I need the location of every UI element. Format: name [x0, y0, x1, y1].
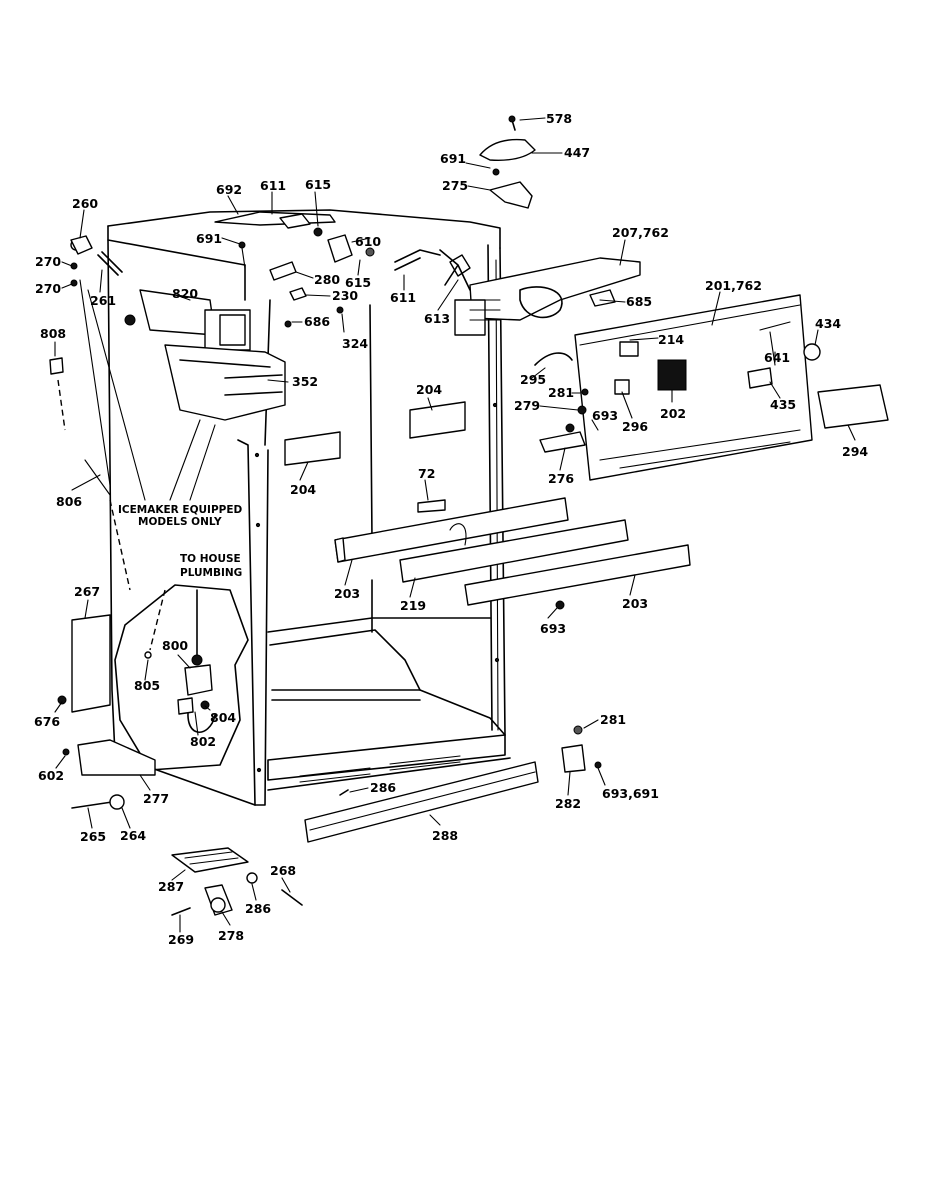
icemaker-assembly	[49, 235, 344, 501]
plumbing-note-line2: PLUMBING	[180, 567, 242, 579]
label-277: 277	[143, 791, 169, 806]
label-611-b: 611	[390, 290, 416, 305]
label-295: 295	[520, 372, 546, 387]
label-264: 264	[120, 828, 146, 843]
label-270: 270	[35, 254, 61, 269]
label-805: 805	[134, 678, 160, 693]
label-204: 204	[416, 382, 442, 397]
refrigerator-cabinet	[107, 209, 511, 806]
label-352: 352	[292, 374, 318, 389]
label-276: 276	[548, 471, 574, 486]
control-panel	[534, 294, 889, 481]
leader-lines	[54, 117, 856, 933]
label-610: 610	[355, 234, 381, 249]
label-260: 260	[72, 196, 98, 211]
label-270-b: 270	[35, 281, 61, 296]
label-202: 202	[660, 406, 686, 421]
label-294: 294	[842, 444, 868, 459]
label-693-b: 693	[540, 621, 566, 636]
label-324: 324	[342, 336, 368, 351]
label-201-762: 201,762	[705, 278, 762, 293]
label-278: 278	[218, 928, 244, 943]
label-641: 641	[764, 350, 790, 365]
label-804: 804	[210, 710, 236, 725]
water-valve-detail	[57, 499, 249, 771]
label-434: 434	[815, 316, 841, 331]
label-230: 230	[332, 288, 358, 303]
label-676: 676	[34, 714, 60, 729]
label-691: 691	[440, 151, 466, 166]
label-286-b: 286	[245, 901, 271, 916]
label-806: 806	[56, 494, 82, 509]
label-685: 685	[626, 294, 652, 309]
label-268: 268	[270, 863, 296, 878]
label-692: 692	[216, 182, 242, 197]
bottom-parts	[62, 725, 602, 916]
label-802: 802	[190, 734, 216, 749]
label-602: 602	[38, 768, 64, 783]
label-611: 611	[260, 178, 286, 193]
label-296: 296	[622, 419, 648, 434]
label-281-b: 281	[600, 712, 626, 727]
top-mounted-parts	[214, 115, 641, 336]
label-282: 282	[555, 796, 581, 811]
label-279: 279	[514, 398, 540, 413]
label-435: 435	[770, 397, 796, 412]
label-203: 203	[334, 586, 360, 601]
label-267: 267	[74, 584, 100, 599]
label-280: 280	[314, 272, 340, 287]
label-800: 800	[162, 638, 188, 653]
label-286: 286	[370, 780, 396, 795]
label-447: 447	[564, 145, 590, 160]
label-693-691: 693,691	[602, 786, 659, 801]
plumbing-note-line1: TO HOUSE	[180, 553, 241, 565]
shelf-rails	[284, 401, 691, 610]
label-207-762: 207,762	[612, 225, 669, 240]
label-615: 615	[305, 177, 331, 192]
icemaker-note-line1: ICEMAKER EQUIPPED	[118, 504, 243, 516]
label-204-b: 204	[290, 482, 316, 497]
label-269: 269	[168, 932, 194, 947]
label-214: 214	[658, 332, 684, 347]
label-265: 265	[80, 829, 106, 844]
label-808: 808	[40, 326, 66, 341]
label-219: 219	[400, 598, 426, 613]
part-labels: 578 447 691 275 692 611 615 610 691 280 …	[34, 111, 868, 947]
label-613: 613	[424, 311, 450, 326]
label-691-b: 691	[196, 231, 222, 246]
label-287: 287	[158, 879, 184, 894]
label-820: 820	[172, 286, 198, 301]
label-693: 693	[592, 408, 618, 423]
label-288: 288	[432, 828, 458, 843]
diagram-notes: ICEMAKER EQUIPPED MODELS ONLY TO HOUSE P…	[118, 504, 243, 579]
label-281: 281	[548, 385, 574, 400]
icemaker-note-line2: MODELS ONLY	[138, 516, 222, 528]
label-72: 72	[418, 466, 435, 481]
label-275: 275	[442, 178, 468, 193]
label-686: 686	[304, 314, 330, 329]
label-203-b: 203	[622, 596, 648, 611]
label-615-b: 615	[345, 275, 371, 290]
label-261: 261	[90, 293, 116, 308]
label-578: 578	[546, 111, 572, 126]
